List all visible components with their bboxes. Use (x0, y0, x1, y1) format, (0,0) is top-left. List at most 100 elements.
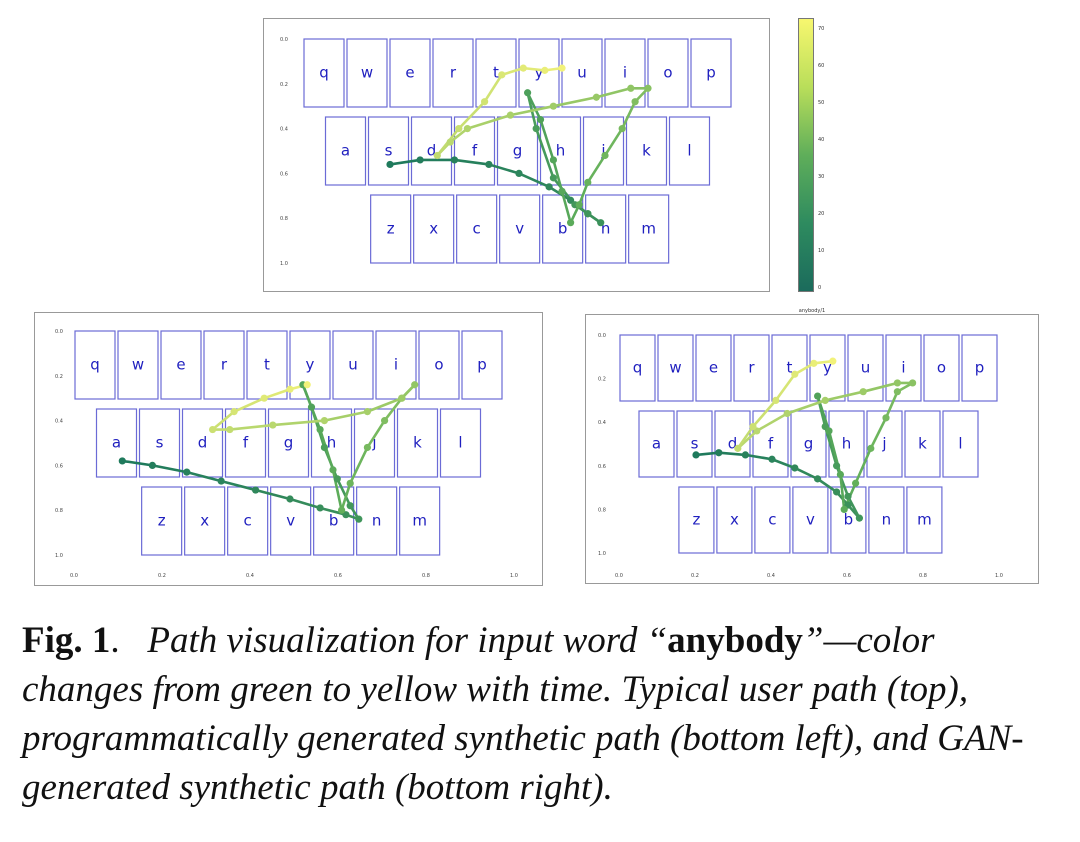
key-rect (625, 116, 668, 186)
colorbar-tick-label: 30 (818, 174, 825, 180)
path-segment (846, 495, 861, 519)
key-s: s (676, 410, 713, 478)
key-label: w (669, 359, 681, 377)
path-point (524, 89, 532, 97)
key-label: i (901, 359, 905, 377)
key-m: m (628, 194, 670, 264)
path-point (316, 504, 324, 512)
key-label: x (200, 512, 209, 530)
key-p: p (461, 330, 503, 400)
key-rect (418, 330, 460, 400)
path-segment (229, 423, 273, 431)
key-j: j (353, 408, 396, 478)
key-rect (582, 116, 625, 186)
key-label: j (600, 142, 605, 160)
path-point (584, 210, 592, 218)
key-x: x (716, 486, 753, 554)
path-point (791, 464, 799, 472)
x-tick-label: 0.6 (334, 573, 342, 579)
key-label: g (513, 142, 523, 160)
y-tick-label: 0.8 (55, 508, 63, 514)
key-c: c (456, 194, 498, 264)
colorbar-tick-label: 10 (818, 248, 825, 254)
path-segment (383, 397, 403, 422)
key-label: n (372, 512, 382, 530)
path-point (821, 396, 829, 404)
path-segment (349, 446, 369, 484)
key-x: x (413, 194, 455, 264)
path-segment (603, 127, 624, 157)
key-rect (619, 334, 656, 402)
key-rect (906, 486, 943, 554)
path-segment (539, 119, 555, 161)
key-s: s (367, 116, 410, 186)
key-rect (95, 408, 138, 478)
key-label: w (361, 64, 373, 82)
key-label: q (90, 356, 100, 374)
path-point (772, 396, 780, 404)
key-c: c (227, 486, 269, 556)
path-point (882, 414, 890, 422)
key-label: i (623, 64, 627, 82)
path-point (252, 486, 260, 494)
key-rect (904, 410, 941, 478)
key-label: m (412, 512, 427, 530)
path-point (567, 219, 575, 227)
path-point (515, 169, 523, 177)
key-rect (74, 330, 116, 400)
path-point (463, 125, 471, 133)
path-point (825, 427, 833, 435)
key-label: l (458, 434, 462, 452)
figure-caption: Fig. 1. Path visualization for input wor… (22, 616, 1062, 812)
path-segment (553, 95, 597, 108)
key-w: w (657, 334, 694, 402)
path-point (398, 394, 406, 402)
path-segment (340, 482, 352, 511)
key-label: w (132, 356, 144, 374)
path-segment (152, 464, 188, 474)
key-u: u (332, 330, 374, 400)
key-o: o (923, 334, 960, 402)
y-tick-label: 0.2 (598, 377, 606, 383)
path-segment (233, 397, 265, 413)
path-point (575, 201, 583, 209)
path-segment (621, 101, 637, 130)
key-label: l (958, 435, 962, 453)
key-rect (733, 334, 770, 402)
path-segment (526, 92, 542, 121)
path-segment (483, 74, 503, 103)
path-segment (255, 488, 291, 501)
key-d: d (410, 116, 453, 186)
path-point (303, 381, 311, 389)
path-segment (560, 190, 572, 224)
key-label: u (577, 64, 587, 82)
key-z: z (678, 486, 715, 554)
key-rect (389, 38, 431, 108)
key-label: u (861, 359, 871, 377)
key-label: h (556, 142, 566, 160)
path-point (320, 417, 328, 425)
path-point (217, 477, 225, 485)
key-label: y (306, 356, 315, 374)
key-label: o (937, 359, 946, 377)
key-label: t (787, 359, 793, 377)
key-q: q (303, 38, 345, 108)
path-segment (577, 181, 590, 206)
key-label: a (112, 434, 121, 452)
path-point (226, 425, 234, 434)
key-rect (754, 486, 791, 554)
key-f: f (752, 410, 789, 478)
key-rect (790, 410, 827, 478)
key-d: d (714, 410, 751, 478)
key-label: o (663, 64, 672, 82)
time-colorbar (798, 18, 814, 292)
key-v: v (499, 194, 541, 264)
path-segment (786, 399, 826, 415)
key-rect (370, 194, 412, 264)
key-r: r (432, 38, 474, 108)
key-rect (809, 334, 846, 402)
key-rect (868, 486, 905, 554)
key-p: p (690, 38, 732, 108)
